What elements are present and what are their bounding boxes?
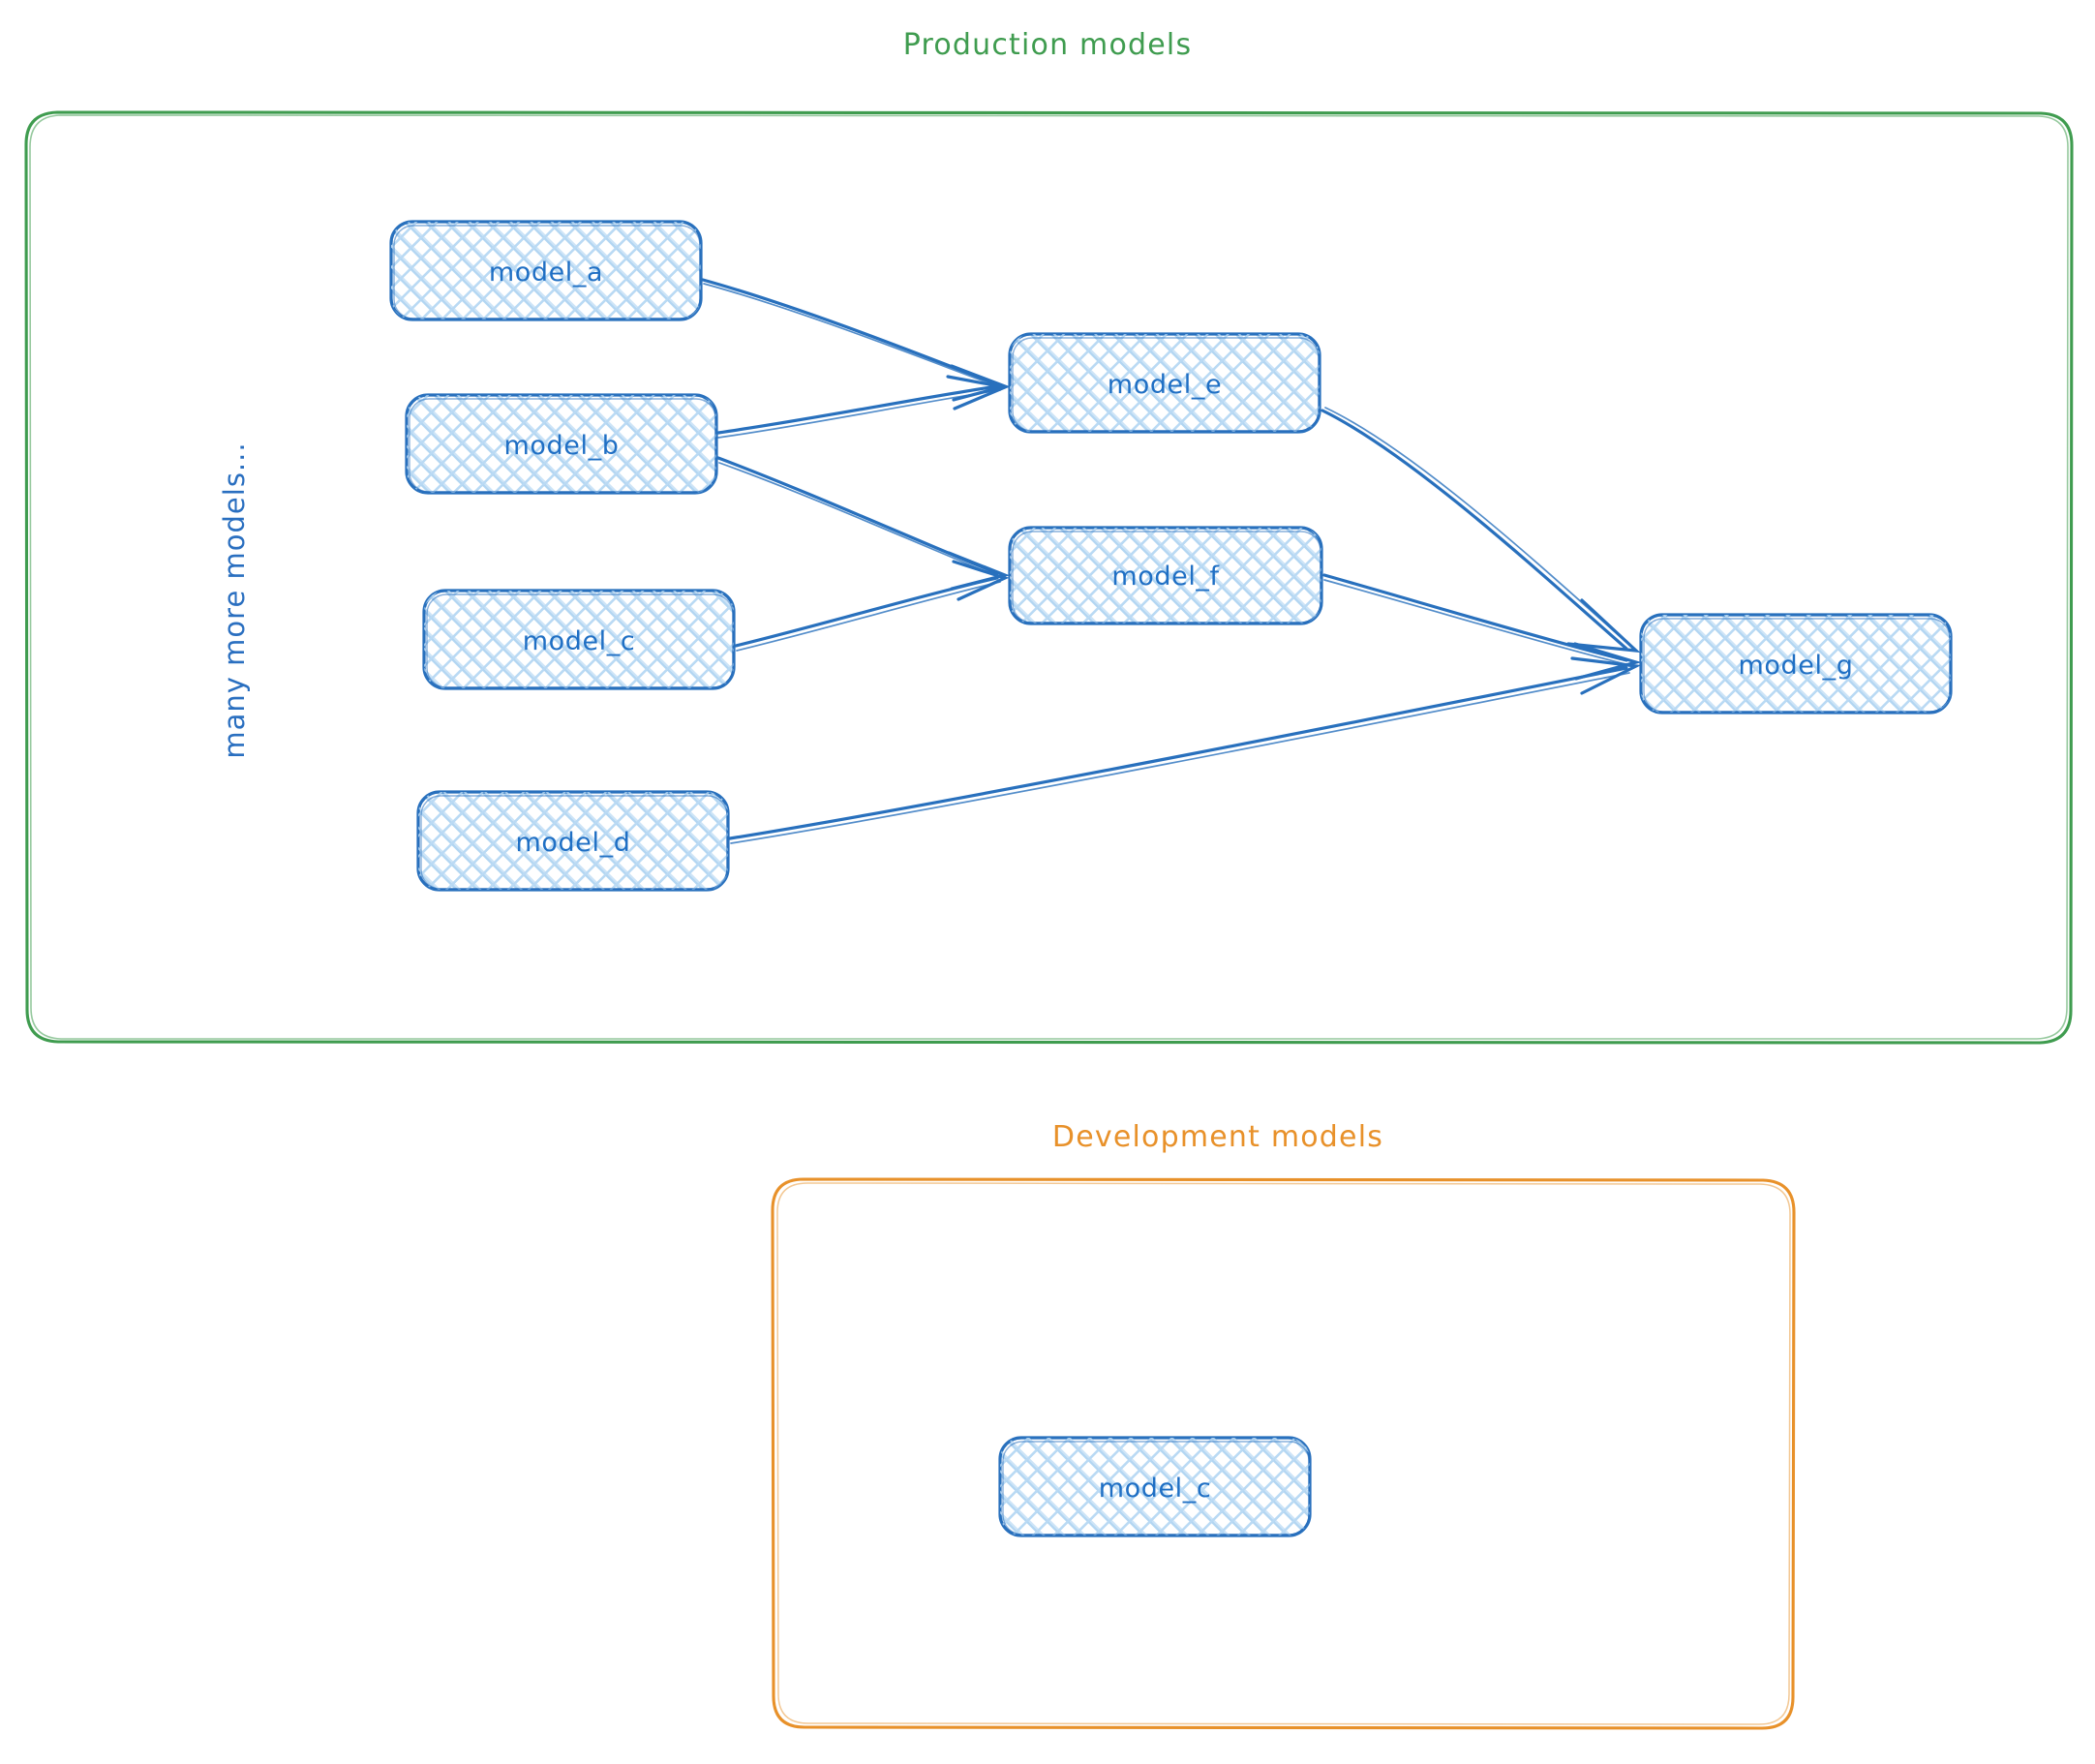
edge-model-d-to-model-g [728,656,1642,844]
node-model-f-hatch [1010,528,1321,623]
many-more-models-label: many more models... [218,441,251,758]
node-model-a-hatch [391,222,701,319]
node-model-g-label: model_g [1739,651,1854,681]
node-dev-model-c-label: model_c [1099,1474,1212,1504]
node-model-e-label: model_e [1108,370,1222,400]
node-model-g-ghost [1643,618,1951,713]
node-model-d-label: model_d [516,828,631,858]
production-group-border [24,110,2074,1045]
edge-model-b-to-model-e [716,375,1011,439]
node-model-f-label: model_f [1111,562,1220,592]
node-model-b[interactable]: model_b [405,393,718,495]
node-model-c-hatch [424,591,734,688]
node-model-g[interactable]: model_g [1639,613,1953,715]
edge-model-c-to-model-f [734,560,1010,652]
node-dev-model-c-hatch [1000,1438,1310,1536]
node-model-b-hatch [407,395,716,493]
group-production [24,110,2074,1045]
node-model-c-ghost [426,593,734,688]
development-group-border [771,1177,1796,1730]
node-model-b-ghost [409,398,716,493]
node-model-e-ghost [1012,337,1320,432]
node-model-f[interactable]: model_f [1008,526,1323,625]
node-model-e-hatch [1010,334,1320,432]
development-group-border-ghost [776,1182,1791,1725]
edge-model-b-to-model-f [716,456,1011,591]
edges-layer [701,278,1642,844]
node-model-d-hatch [418,792,728,890]
edge-model-e-to-model-g [1321,407,1641,654]
node-model-a-ghost [393,225,701,319]
development-group-title: Development models [1052,1120,1383,1154]
production-group-border-ghost [29,114,2069,1040]
group-development [771,1177,1796,1730]
node-dev-model-c[interactable]: model_c [998,1436,1312,1537]
edge-model-a-to-model-e [701,278,1011,402]
node-model-f-ghost [1012,531,1321,623]
production-group-title: Production models [903,28,1193,62]
node-dev-model-c-ghost [1002,1441,1310,1536]
node-model-e[interactable]: model_e [1008,332,1321,434]
node-model-d-ghost [420,795,728,890]
node-model-g-hatch [1641,615,1951,713]
node-model-c-label: model_c [523,626,636,656]
node-model-a[interactable]: model_a [389,220,703,321]
node-model-a-label: model_a [489,258,603,288]
edge-model-f-to-model-g [1322,573,1642,681]
node-model-d[interactable]: model_d [416,790,730,892]
node-model-c[interactable]: model_c [422,589,736,690]
node-model-b-label: model_b [504,431,620,461]
